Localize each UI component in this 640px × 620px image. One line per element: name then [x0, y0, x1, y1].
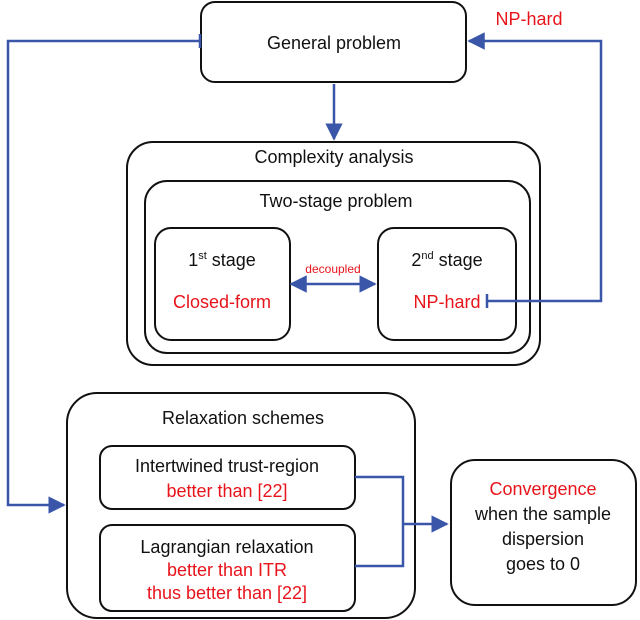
- relaxation-schemes-title: Relaxation schemes: [162, 408, 324, 428]
- stage1-superscript: st: [198, 250, 207, 262]
- connector-itr-out: [355, 475, 405, 524]
- stage2-title: 2nd stage: [411, 250, 482, 270]
- stage2-superscript: nd: [421, 250, 433, 262]
- convergence-line-3: goes to 0: [506, 554, 580, 574]
- lagrangian-note-1: better than ITR: [167, 560, 287, 580]
- arrow-feedback-to-relaxation: [6, 39, 200, 514]
- connector-lagrangian-out: [355, 524, 405, 568]
- stage2-result: NP-hard: [413, 292, 480, 312]
- convergence-line-1: when the sample: [474, 504, 611, 524]
- decoupled-label: decoupled: [305, 262, 360, 276]
- stage1-box: [154, 227, 291, 341]
- lagrangian-box: [99, 524, 356, 612]
- lagrangian-title: Lagrangian relaxation: [140, 537, 313, 557]
- itr-title: Intertwined trust-region: [135, 456, 319, 476]
- two-stage-problem-title: Two-stage problem: [259, 191, 412, 211]
- itr-note: better than [22]: [166, 481, 287, 501]
- stage2-box: [377, 227, 517, 341]
- general-problem-np-hard-label: NP-hard: [495, 9, 562, 29]
- convergence-box: [450, 459, 637, 606]
- arrow-stage2-to-general: [467, 32, 603, 303]
- general-problem-title: General problem: [267, 33, 401, 53]
- stage1-result: Closed-form: [173, 292, 271, 312]
- convergence-line-2: dispersion: [502, 529, 584, 549]
- stage1-title: 1st stage: [188, 250, 256, 270]
- convergence-title: Convergence: [489, 479, 596, 499]
- lagrangian-note-2: thus better than [22]: [147, 583, 307, 603]
- complexity-analysis-title: Complexity analysis: [254, 147, 413, 167]
